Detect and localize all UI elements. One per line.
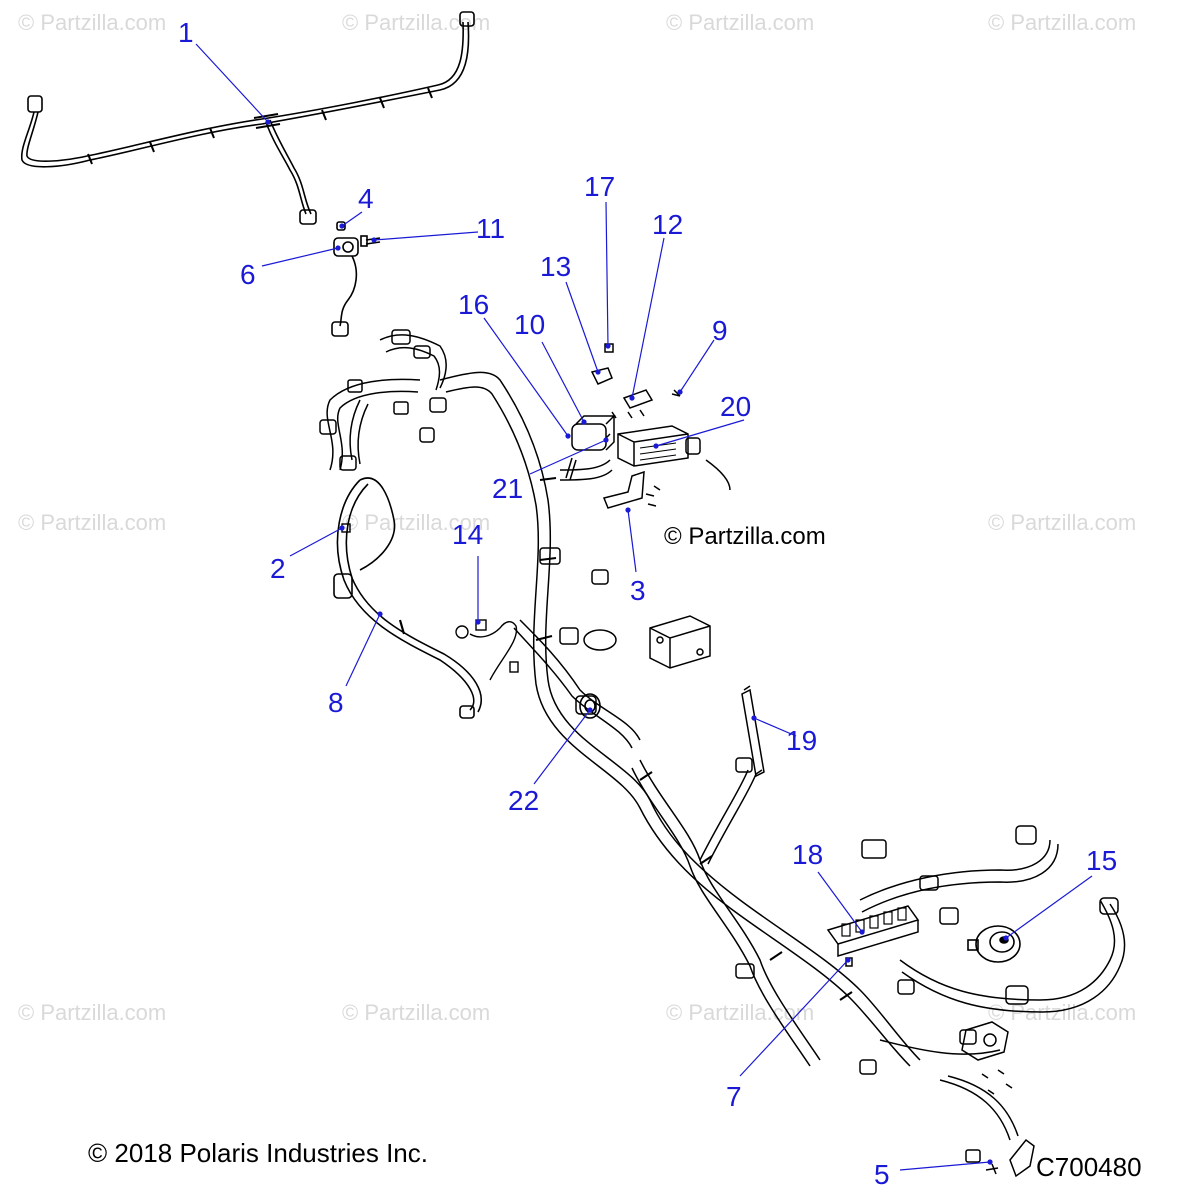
- callout-3: 3: [630, 575, 646, 606]
- callout-22: 22: [508, 785, 539, 816]
- center-module: [649, 615, 711, 669]
- callout-2: 2: [270, 553, 286, 584]
- strap-part-19: [741, 685, 765, 778]
- watermark: © Partzilla.com: [18, 1000, 166, 1025]
- callout-18: 18: [792, 839, 823, 870]
- callout-5: 5: [874, 1159, 890, 1190]
- callout-12: 12: [652, 209, 683, 240]
- main-harness: [326, 334, 1126, 1141]
- watermark: © Partzilla.com: [342, 10, 490, 35]
- fuse-block-part-18: [826, 905, 920, 967]
- copyright-text: © 2018 Polaris Industries Inc.: [88, 1138, 428, 1168]
- fastener-part-14: [455, 619, 519, 681]
- diagram-code: C700480: [1036, 1152, 1142, 1182]
- watermark-layer: © Partzilla.com © Partzilla.com © Partzi…: [18, 10, 1136, 1025]
- horn-part-15: [967, 925, 1021, 963]
- callout-17: 17: [584, 171, 615, 202]
- callout-15: 15: [1086, 845, 1117, 876]
- watermark: © Partzilla.com: [988, 10, 1136, 35]
- callout-8: 8: [328, 687, 344, 718]
- watermark: © Partzilla.com: [342, 510, 490, 535]
- callout-4: 4: [358, 183, 374, 214]
- roof-harness: [20, 11, 475, 225]
- callout-1: 1: [178, 17, 194, 48]
- callout-10: 10: [514, 309, 545, 340]
- partzilla-center-mark: © Partzilla.com: [664, 523, 826, 550]
- lower-bracket-assembly: [961, 1021, 1035, 1178]
- watermark: © Partzilla.com: [18, 510, 166, 535]
- callout-20: 20: [720, 391, 751, 422]
- watermark: © Partzilla.com: [18, 10, 166, 35]
- watermark: © Partzilla.com: [666, 1000, 814, 1025]
- ecu-module-group: [559, 343, 731, 509]
- callout-21: 21: [492, 473, 523, 504]
- connectors: [319, 329, 1119, 1163]
- sensor-assembly: [331, 221, 381, 337]
- watermark: © Partzilla.com: [988, 510, 1136, 535]
- watermark: © Partzilla.com: [666, 10, 814, 35]
- callout-labels: 1 2 3 4 5 6 7 8 9 10 11 12 13 14 15 16 1…: [178, 17, 1117, 1190]
- callout-6: 6: [240, 259, 256, 290]
- callout-16: 16: [458, 289, 489, 320]
- callout-19: 19: [786, 725, 817, 756]
- callout-7: 7: [726, 1081, 742, 1112]
- callout-11: 11: [476, 213, 505, 244]
- leader-lines: [195, 43, 1093, 1171]
- watermark: © Partzilla.com: [342, 1000, 490, 1025]
- callout-13: 13: [540, 251, 571, 282]
- callout-9: 9: [712, 315, 728, 346]
- callout-14: 14: [452, 519, 483, 550]
